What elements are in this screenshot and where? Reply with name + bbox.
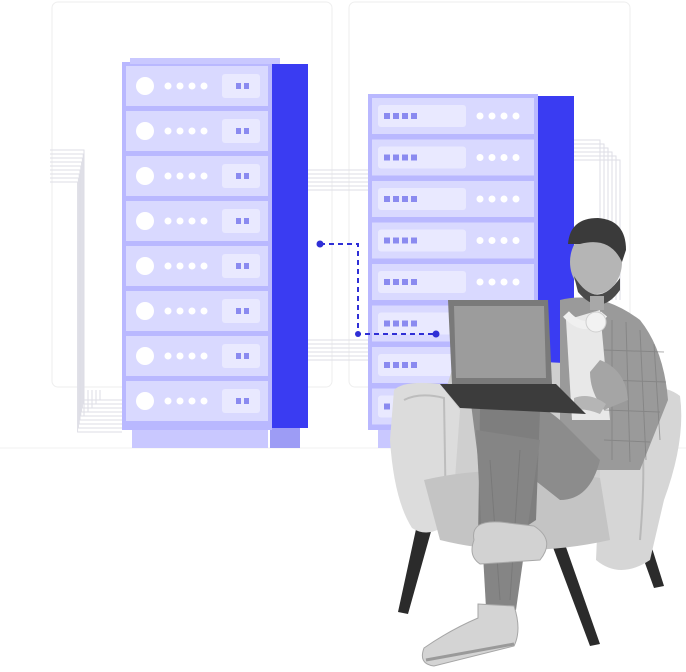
left-rack-unit — [126, 381, 268, 421]
left-rack-unit — [126, 156, 268, 196]
left-rack-unit — [126, 336, 268, 376]
left-rack-unit — [126, 246, 268, 286]
right-rack-unit — [372, 139, 534, 176]
right-rack-unit — [372, 98, 534, 134]
left-rack-unit — [126, 291, 268, 331]
right-rack-unit — [372, 181, 534, 217]
left-rack-unit — [126, 66, 268, 106]
server-rack-left-icon — [122, 58, 308, 448]
right-rack-unit — [372, 222, 534, 259]
connection-line-icon — [316, 240, 440, 338]
left-rack-unit — [126, 201, 268, 241]
left-rack-unit — [126, 111, 268, 151]
person-with-laptop-illustration — [390, 218, 682, 667]
right-rack-unit — [372, 264, 534, 300]
